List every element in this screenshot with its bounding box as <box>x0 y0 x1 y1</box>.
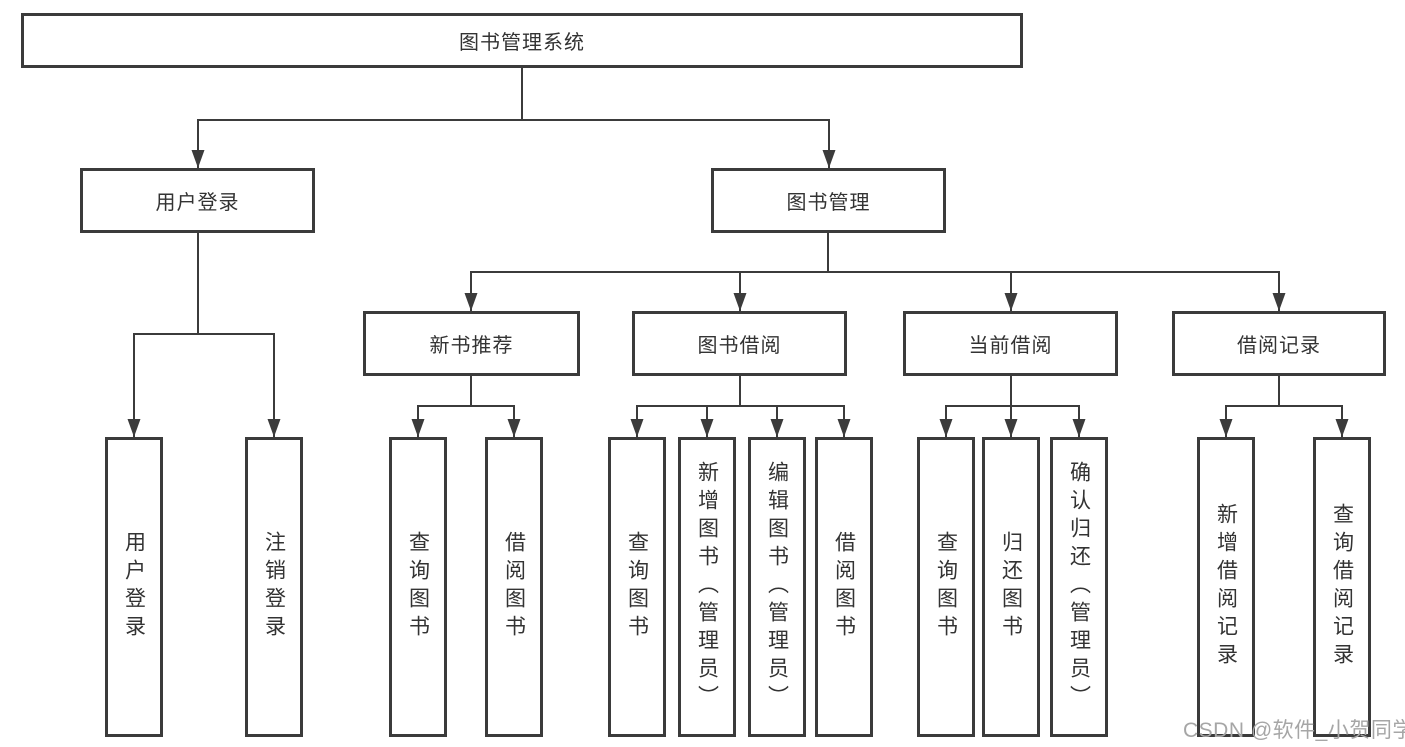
edges-borrowrecords-to-leaves <box>1219 375 1349 437</box>
node-label: 用户登录 <box>155 192 240 214</box>
node-label: 新增借阅记录 <box>1214 503 1238 671</box>
node-label: 借阅图书 <box>502 531 526 643</box>
node-label: 编辑图书（管理员） <box>765 461 789 713</box>
node-current-borrowing: 当前借阅 <box>903 311 1118 376</box>
node-label: 图书借阅 <box>697 335 782 357</box>
node-book-management: 图书管理 <box>711 168 946 233</box>
leaf-add-borrow-record: 新增借阅记录 <box>1197 437 1255 737</box>
node-label: 查询借阅记录 <box>1330 503 1354 671</box>
edges-newbookrec-to-leaves <box>411 375 521 437</box>
node-label: 当前借阅 <box>968 335 1053 357</box>
csdn-watermark: CSDN @软件_小贺同学 <box>1183 719 1405 742</box>
node-user-login: 用户登录 <box>80 168 315 233</box>
edges-currentborrow-to-leaves <box>939 375 1086 437</box>
node-label: 注销登录 <box>262 531 286 643</box>
leaf-user-login: 用户登录 <box>105 437 163 737</box>
node-label: 新书推荐 <box>429 335 514 357</box>
node-label: 查询图书 <box>406 531 430 643</box>
node-library-management-system: 图书管理系统 <box>21 13 1023 68</box>
edges-bookborrow-to-leaves <box>630 375 851 437</box>
leaf-return-books: 归还图书 <box>982 437 1040 737</box>
node-label: 归还图书 <box>999 531 1023 643</box>
leaf-confirm-return-admin: 确认归还（管理员） <box>1050 437 1108 737</box>
node-new-book-recommendation: 新书推荐 <box>363 311 580 376</box>
node-label: 新增图书（管理员） <box>695 461 719 713</box>
node-label: 图书管理 <box>786 192 871 214</box>
leaf-add-books-admin: 新增图书（管理员） <box>678 437 736 737</box>
leaf-logout: 注销登录 <box>245 437 303 737</box>
node-label: 确认归还（管理员） <box>1067 461 1091 713</box>
leaf-query-books: 查询图书 <box>608 437 666 737</box>
node-label: 图书管理系统 <box>459 32 585 54</box>
leaf-borrow-books: 借阅图书 <box>485 437 543 737</box>
node-label: 查询图书 <box>625 531 649 643</box>
leaf-query-borrow-record: 查询借阅记录 <box>1313 437 1371 737</box>
leaf-query-books: 查询图书 <box>917 437 975 737</box>
node-book-borrowing: 图书借阅 <box>632 311 847 376</box>
leaf-edit-books-admin: 编辑图书（管理员） <box>748 437 806 737</box>
edges-userlogin-to-leaves <box>127 232 281 437</box>
leaf-query-books: 查询图书 <box>389 437 447 737</box>
leaf-borrow-books: 借阅图书 <box>815 437 873 737</box>
node-label: 查询图书 <box>934 531 958 643</box>
node-borrowing-records: 借阅记录 <box>1172 311 1386 376</box>
node-label: 用户登录 <box>122 531 146 643</box>
node-label: 借阅记录 <box>1237 335 1321 357</box>
node-label: 借阅图书 <box>832 531 856 643</box>
edges-bookmgmt-to-level3 <box>464 232 1286 311</box>
edges-root-to-level2 <box>191 67 836 168</box>
